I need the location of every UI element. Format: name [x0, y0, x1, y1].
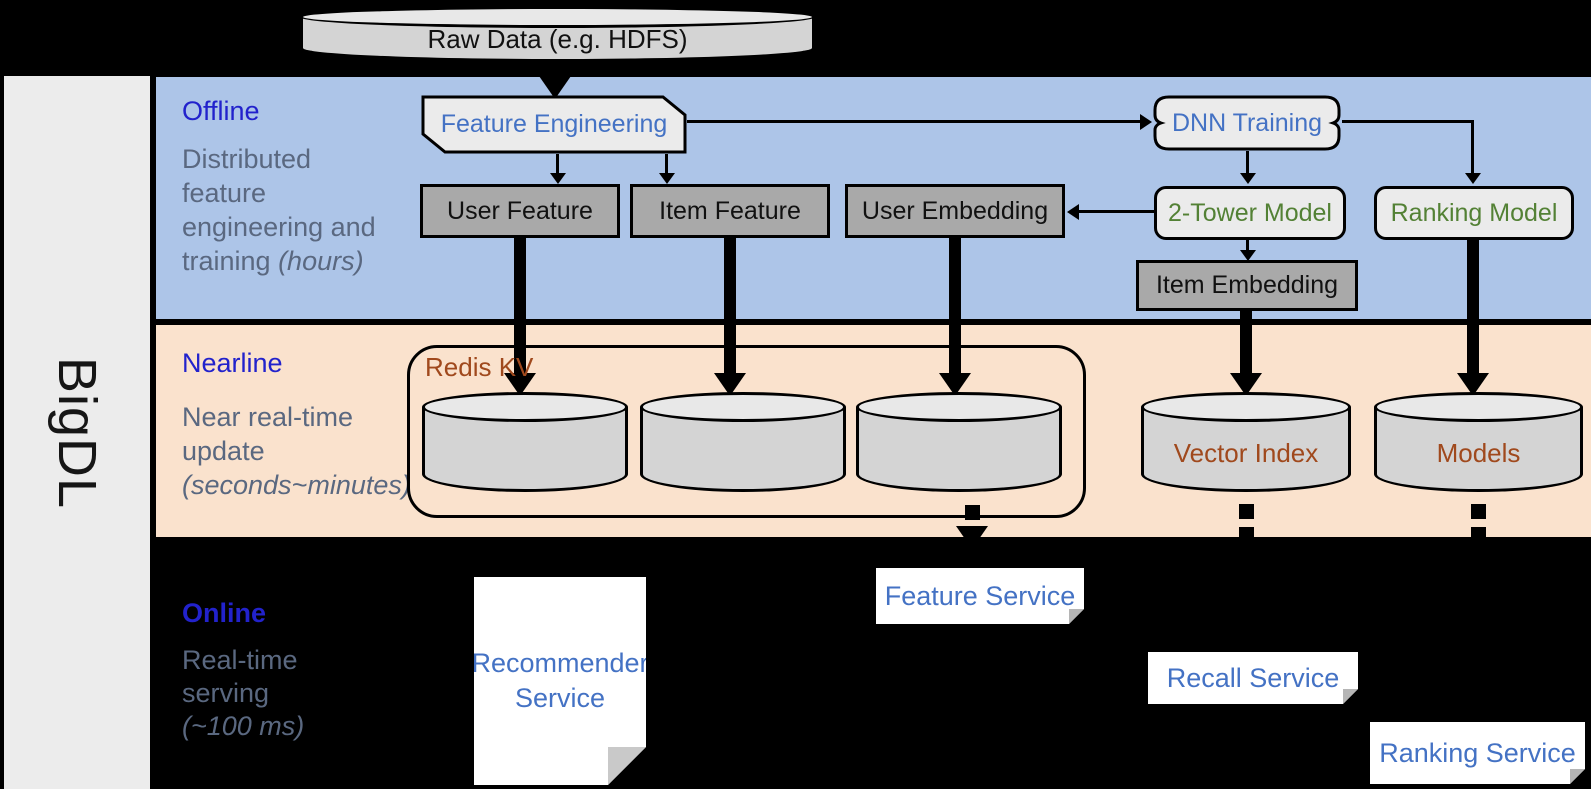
online-subtitle: Real-time serving (~100 ms) [182, 644, 304, 743]
nearline-subtitle: Near real-time update (seconds~minutes) [182, 400, 411, 502]
arrow-twotower-to-itemembedding-head [1240, 250, 1256, 261]
arrow-userembedding-to-redis-shaft [949, 238, 961, 374]
ranking-service-label: Ranking Service [1379, 737, 1576, 768]
raw-data-cylinder-top [300, 6, 815, 28]
arrow-fe-to-itemfeature-line [665, 154, 668, 174]
redis-kv-label: Redis KV [425, 352, 534, 382]
online-subtitle-line2: serving [182, 678, 270, 708]
arrow-dnn-to-ranking-hline [1342, 120, 1474, 123]
dnn-training-label: DNN Training [1171, 108, 1323, 137]
arrow-fe-to-dnn-head [1140, 114, 1152, 130]
models-label: Models [1436, 437, 1521, 468]
dnn-training-node: DNN Training [1152, 95, 1342, 151]
arrow-fe-to-userfeature-head [550, 173, 566, 184]
arrow-itemfeature-to-redis-head [714, 373, 746, 396]
feature-service-fold [1069, 609, 1084, 624]
feature-engineering-node: Feature Engineering [421, 95, 687, 154]
raw-data-label: Raw Data (e.g. HDFS) [427, 23, 688, 54]
user-feature-label: User Feature [447, 196, 593, 225]
user-feature-node: User Feature [420, 184, 620, 238]
online-subtitle-line1: Real-time [182, 645, 298, 675]
nearline-subtitle-line3: (seconds~minutes) [182, 470, 411, 500]
arrow-redis-to-featureservice-dash [965, 505, 980, 520]
arrow-twotower-to-userembedding-line [1078, 210, 1154, 213]
arrow-fe-to-userfeature-line [556, 154, 559, 174]
feature-service-node: Feature Service [876, 568, 1084, 624]
ranking-model-node: Ranking Model [1374, 186, 1574, 240]
recommender-service-fold [608, 747, 646, 785]
ranking-service-fold [1570, 769, 1585, 784]
arrow-fe-to-itemfeature-head [659, 173, 675, 184]
feature-service-label: Feature Service [884, 580, 1076, 611]
arrow-dnn-to-ranking-vline [1471, 120, 1474, 174]
nearline-title: Nearline [182, 348, 283, 378]
item-feature-node: Item Feature [630, 184, 830, 238]
models-cylinder: Models [1374, 392, 1583, 492]
arrow-twotower-to-userembedding-head [1067, 204, 1079, 220]
item-feature-label: Item Feature [659, 196, 801, 225]
bigdl-logo-text: BigDL [47, 356, 108, 509]
recall-service-label: Recall Service [1166, 662, 1340, 693]
vector-index-label: Vector Index [1173, 437, 1319, 468]
offline-subtitle-line1: Distributed [182, 144, 312, 174]
arrow-dnn-to-twotower-head [1240, 173, 1256, 184]
arrow-redis-to-featureservice-head [956, 526, 988, 549]
two-tower-model-node: 2-Tower Model [1154, 186, 1346, 240]
arrow-rankingmodel-to-models-head [1457, 373, 1489, 396]
arrow-fe-to-dnn-line [687, 120, 1142, 123]
arrow-itemembedding-to-vectorindex-head [1230, 373, 1262, 396]
recall-service-node: Recall Service [1148, 652, 1358, 704]
arrow-models-down-dash2 [1471, 527, 1486, 542]
ranking-model-label: Ranking Model [1390, 198, 1558, 227]
bigdl-sidebar: BigDL [4, 76, 150, 789]
feature-engineering-label: Feature Engineering [440, 110, 668, 138]
arrow-userembedding-to-redis-head [939, 373, 971, 396]
recall-service-fold [1343, 689, 1358, 704]
redis-cylinder-2 [640, 392, 846, 492]
item-embedding-label: Item Embedding [1155, 271, 1339, 299]
offline-subtitle-line2: feature [182, 178, 267, 208]
arrow-itemembedding-to-vectorindex-shaft [1240, 311, 1252, 374]
offline-subtitle-line4: training (hours) [182, 246, 364, 276]
arrow-vectorindex-down-dash1 [1239, 504, 1254, 519]
online-subtitle-line3: (~100 ms) [182, 711, 305, 741]
recommender-service-node: Recommender Service [474, 577, 646, 785]
online-title: Online [182, 598, 267, 628]
ranking-service-node: Ranking Service [1370, 722, 1585, 784]
redis-kv-container [407, 345, 1086, 518]
feature-engineering-shape [421, 95, 687, 154]
nearline-subtitle-line2: update [182, 436, 265, 466]
redis-cylinder-3 [856, 392, 1062, 492]
user-embedding-label: User Embedding [861, 196, 1049, 225]
nearline-subtitle-line1: Near real-time [182, 402, 354, 432]
vector-index-cylinder: Vector Index [1141, 392, 1351, 492]
arrow-rawdata-to-fe-head [539, 76, 571, 99]
arrow-dnn-to-twotower-line [1246, 151, 1249, 174]
arrow-userfeature-to-redis-head [504, 373, 536, 396]
user-embedding-node: User Embedding [845, 184, 1065, 238]
offline-subtitle-line3: engineering and [182, 212, 376, 242]
recommender-service-label: Recommender Service [471, 648, 649, 713]
arrow-userfeature-to-redis-shaft [514, 238, 526, 374]
item-embedding-node: Item Embedding [1136, 260, 1358, 311]
arrow-models-down-dash1 [1471, 504, 1486, 519]
dnn-training-shape [1153, 95, 1341, 151]
raw-data-cylinder: Raw Data (e.g. HDFS) [300, 6, 815, 62]
arrow-rawdata-to-fe-shaft [549, 62, 561, 78]
arrow-itemfeature-to-redis-shaft [724, 238, 736, 374]
redis-cylinder-1 [422, 392, 628, 492]
arrow-twotower-to-itemembedding-line [1246, 240, 1249, 251]
offline-subtitle: Distributed feature engineering and trai… [182, 142, 376, 278]
arrow-rankingmodel-to-models-shaft [1467, 240, 1479, 374]
arrow-dnn-to-ranking-head [1465, 173, 1481, 184]
two-tower-model-label: 2-Tower Model [1168, 198, 1332, 227]
offline-title: Offline [182, 96, 260, 126]
arrow-vectorindex-down-dash2 [1239, 527, 1254, 542]
